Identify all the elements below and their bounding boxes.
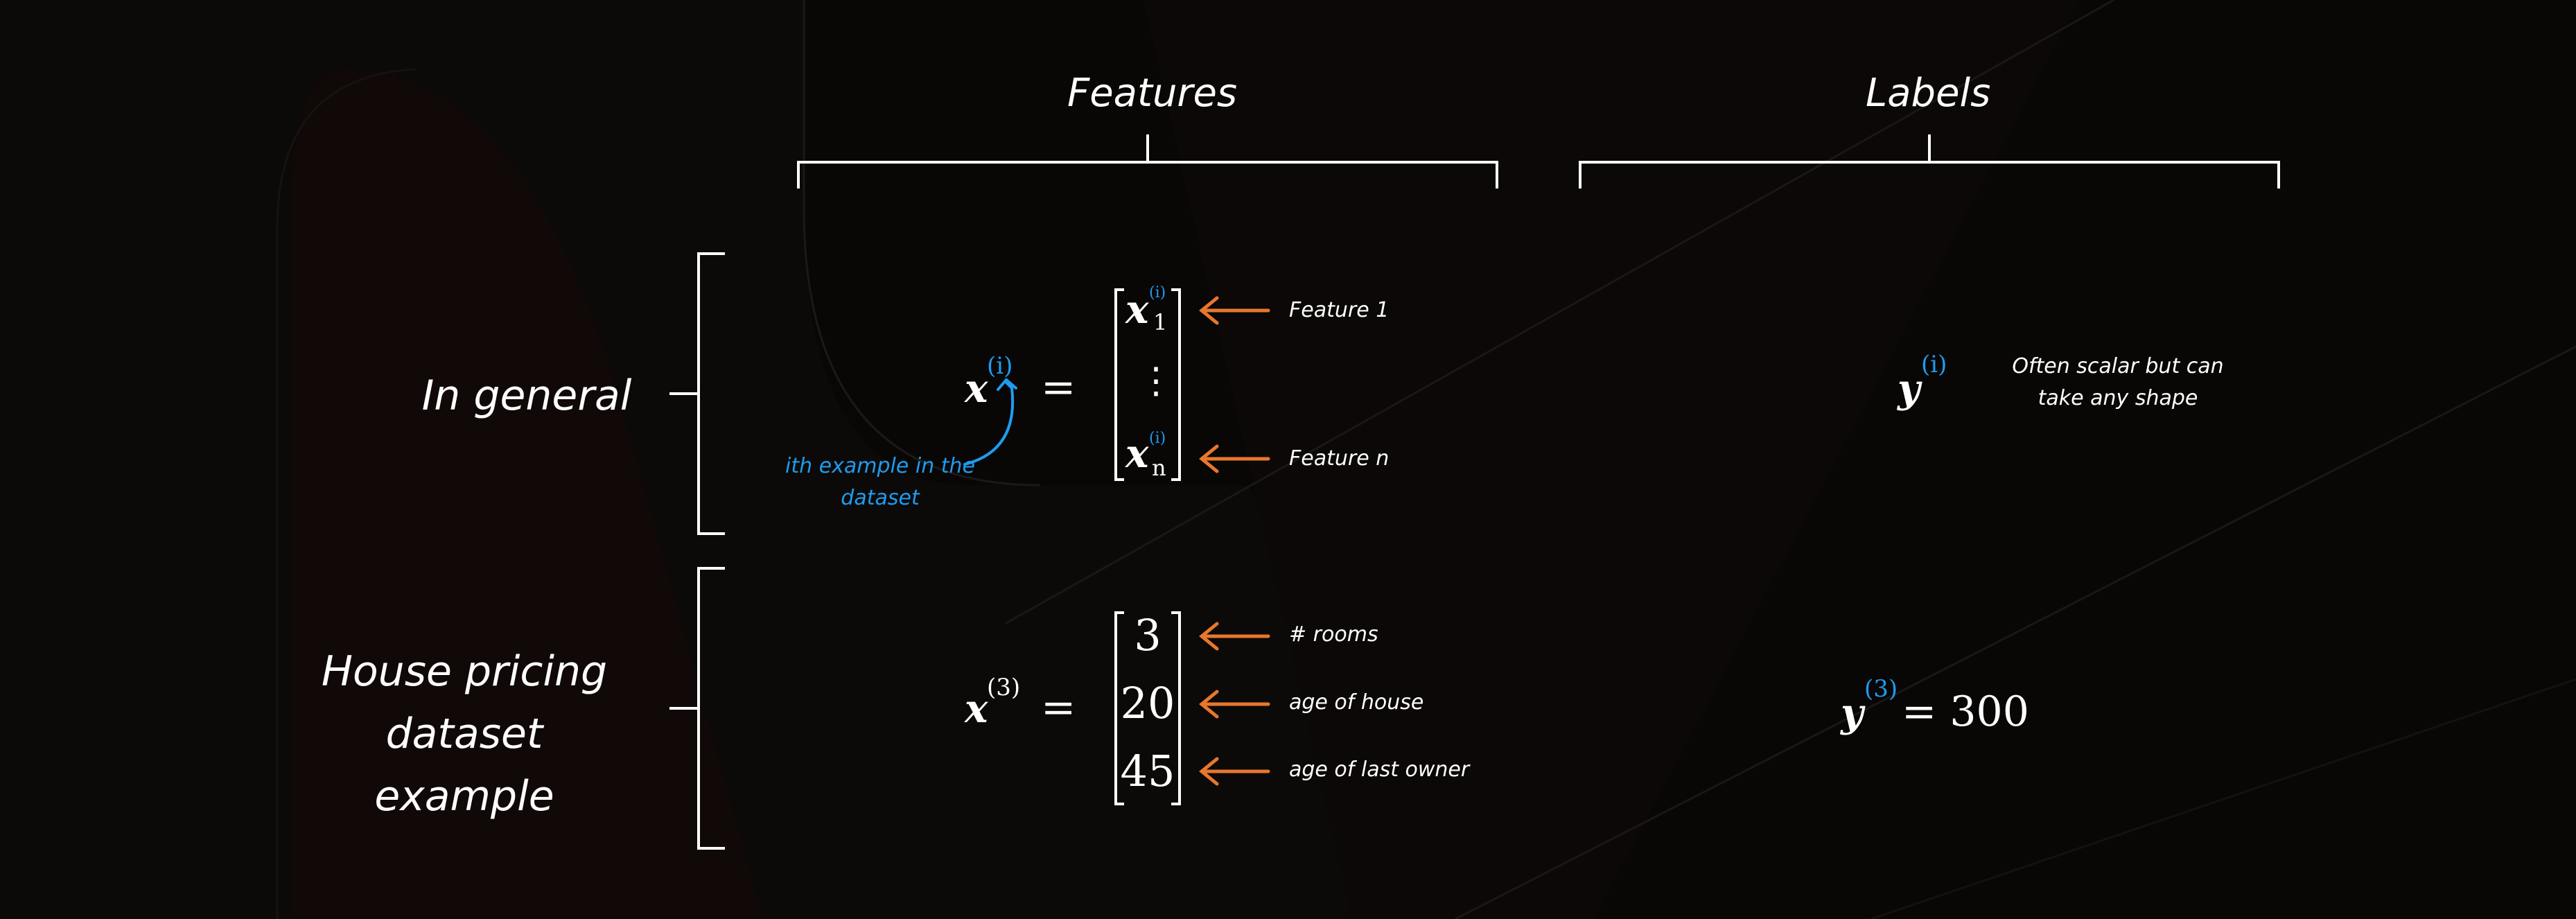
feature-1-label: Feature 1 bbox=[1289, 298, 1390, 322]
general-equals: = bbox=[1041, 363, 1076, 412]
labels-heading: Labels bbox=[1866, 71, 1991, 116]
bg-curve-left bbox=[276, 68, 417, 919]
general-feature-first-sup: (i) bbox=[1149, 284, 1166, 301]
house-value-age-owner: 45 bbox=[1120, 746, 1175, 796]
general-y-symbol: y bbox=[1898, 366, 1920, 412]
bg-line-3 bbox=[1870, 678, 2576, 919]
general-feature-last-sub: n bbox=[1152, 455, 1166, 481]
general-feature-last-base: x bbox=[1125, 431, 1149, 477]
house-row-title: House pricing dataset example bbox=[291, 640, 638, 828]
house-row-title-text: House pricing dataset example bbox=[321, 647, 608, 821]
rooms-label: # rooms bbox=[1289, 622, 1378, 647]
ith-example-note-text: ith example in the dataset bbox=[785, 454, 975, 510]
house-y-superscript: (3) bbox=[1864, 675, 1898, 703]
scalar-note: Often scalar but can take any shape bbox=[2007, 351, 2229, 414]
general-feature-last-sup: (i) bbox=[1149, 430, 1166, 447]
bg-line-2 bbox=[1455, 345, 2576, 919]
general-x-superscript: (i) bbox=[987, 352, 1013, 380]
bg-curve bbox=[803, 0, 1040, 487]
house-x-symbol: x bbox=[965, 686, 988, 732]
general-feature-first-base: x bbox=[1125, 287, 1149, 333]
general-y-superscript: (i) bbox=[1921, 351, 1947, 378]
features-heading: Features bbox=[1067, 71, 1238, 116]
house-value-age-house: 20 bbox=[1120, 678, 1175, 728]
bg-line-1 bbox=[1004, 0, 2114, 625]
house-x-superscript: (3) bbox=[987, 674, 1021, 701]
house-equals: = bbox=[1041, 683, 1076, 732]
bg-shape-diagonal bbox=[1144, 0, 2079, 919]
ith-example-note: ith example in the dataset bbox=[783, 450, 977, 514]
age-house-label: age of house bbox=[1289, 690, 1424, 715]
general-x-symbol: x bbox=[965, 366, 988, 412]
general-feature-first-sub: 1 bbox=[1153, 309, 1168, 335]
age-owner-label: age of last owner bbox=[1289, 758, 1470, 782]
house-value-rooms: 3 bbox=[1134, 610, 1162, 660]
house-y-symbol: y bbox=[1841, 690, 1864, 736]
scalar-note-text: Often scalar but can take any shape bbox=[2012, 354, 2224, 410]
feature-n-label: Feature n bbox=[1289, 446, 1390, 471]
general-vdots: ⋮ bbox=[1138, 360, 1174, 402]
general-row-title: In general bbox=[421, 371, 632, 420]
bg-shape-red-glow bbox=[291, 69, 762, 919]
house-y-value: = 300 bbox=[1902, 688, 2029, 736]
